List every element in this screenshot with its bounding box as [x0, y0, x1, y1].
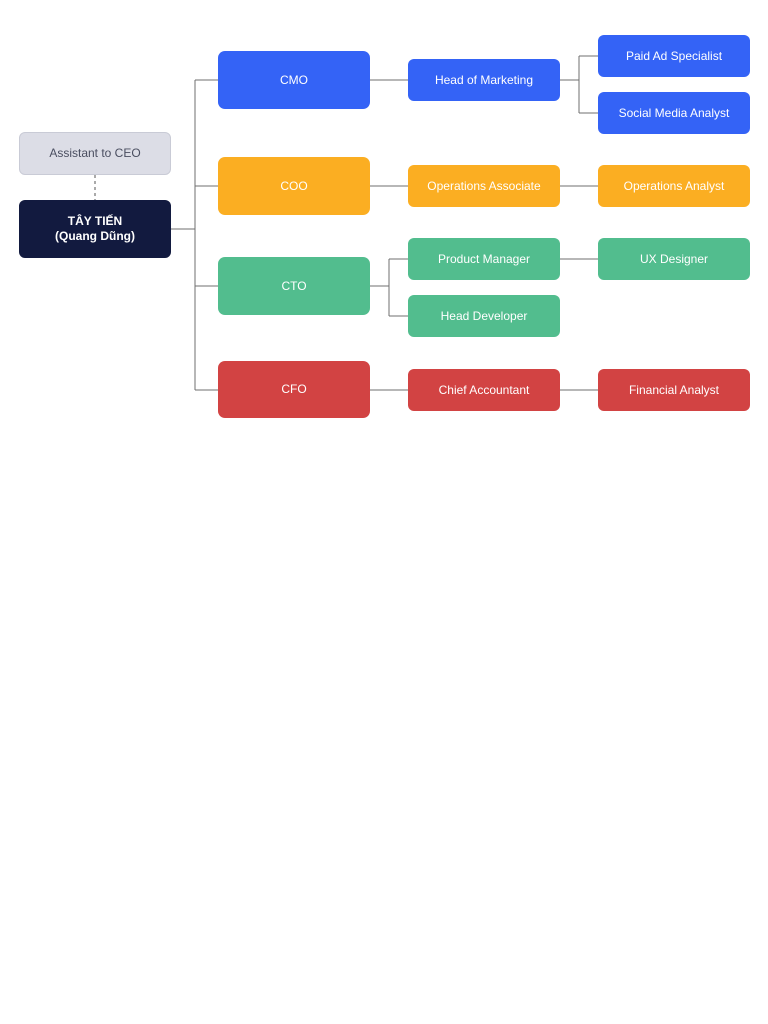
- chief-accountant-label: Chief Accountant: [438, 382, 530, 397]
- chief-accountant-node[interactable]: Chief Accountant: [408, 369, 560, 411]
- cfo-label: CFO: [281, 382, 307, 396]
- cto-node[interactable]: CTO: [218, 257, 370, 315]
- assistant-to-ceo-node[interactable]: Assistant to CEO: [19, 132, 171, 175]
- head-of-marketing-label: Head of Marketing: [434, 72, 534, 87]
- head-developer-label: Head Developer: [440, 308, 528, 323]
- head-developer-node[interactable]: Head Developer: [408, 295, 560, 337]
- cmo-node[interactable]: CMO: [218, 51, 370, 109]
- product-manager-node[interactable]: Product Manager: [408, 238, 560, 280]
- paid-ad-specialist-label: Paid Ad Specialist: [625, 48, 723, 63]
- ceo-name-label: TÂY TIẾN: [67, 214, 123, 228]
- cmo-label: CMO: [280, 72, 308, 87]
- operations-associate-label: Operations Associate: [427, 178, 541, 193]
- operations-associate-node[interactable]: Operations Associate: [408, 165, 560, 207]
- assistant-to-ceo-label: Assistant to CEO: [49, 146, 141, 160]
- ceo-node[interactable]: TÂY TIẾN (Quang Dũng): [19, 200, 171, 258]
- head-of-marketing-node[interactable]: Head of Marketing: [408, 59, 560, 101]
- social-media-analyst-node[interactable]: Social Media Analyst: [598, 92, 750, 134]
- operations-analyst-node[interactable]: Operations Analyst: [598, 165, 750, 207]
- financial-analyst-node[interactable]: Financial Analyst: [598, 369, 750, 411]
- social-media-analyst-label: Social Media Analyst: [618, 105, 730, 120]
- coo-label: COO: [280, 178, 308, 193]
- ux-designer-node[interactable]: UX Designer: [598, 238, 750, 280]
- cto-label: CTO: [281, 278, 307, 293]
- paid-ad-specialist-node[interactable]: Paid Ad Specialist: [598, 35, 750, 77]
- ux-designer-label: UX Designer: [639, 251, 709, 266]
- cfo-node[interactable]: CFO: [218, 361, 370, 418]
- financial-analyst-label: Financial Analyst: [628, 382, 720, 397]
- operations-analyst-label: Operations Analyst: [623, 178, 725, 193]
- product-manager-label: Product Manager: [437, 251, 531, 266]
- ceo-subtitle-label: (Quang Dũng): [55, 229, 135, 243]
- coo-node[interactable]: COO: [218, 157, 370, 215]
